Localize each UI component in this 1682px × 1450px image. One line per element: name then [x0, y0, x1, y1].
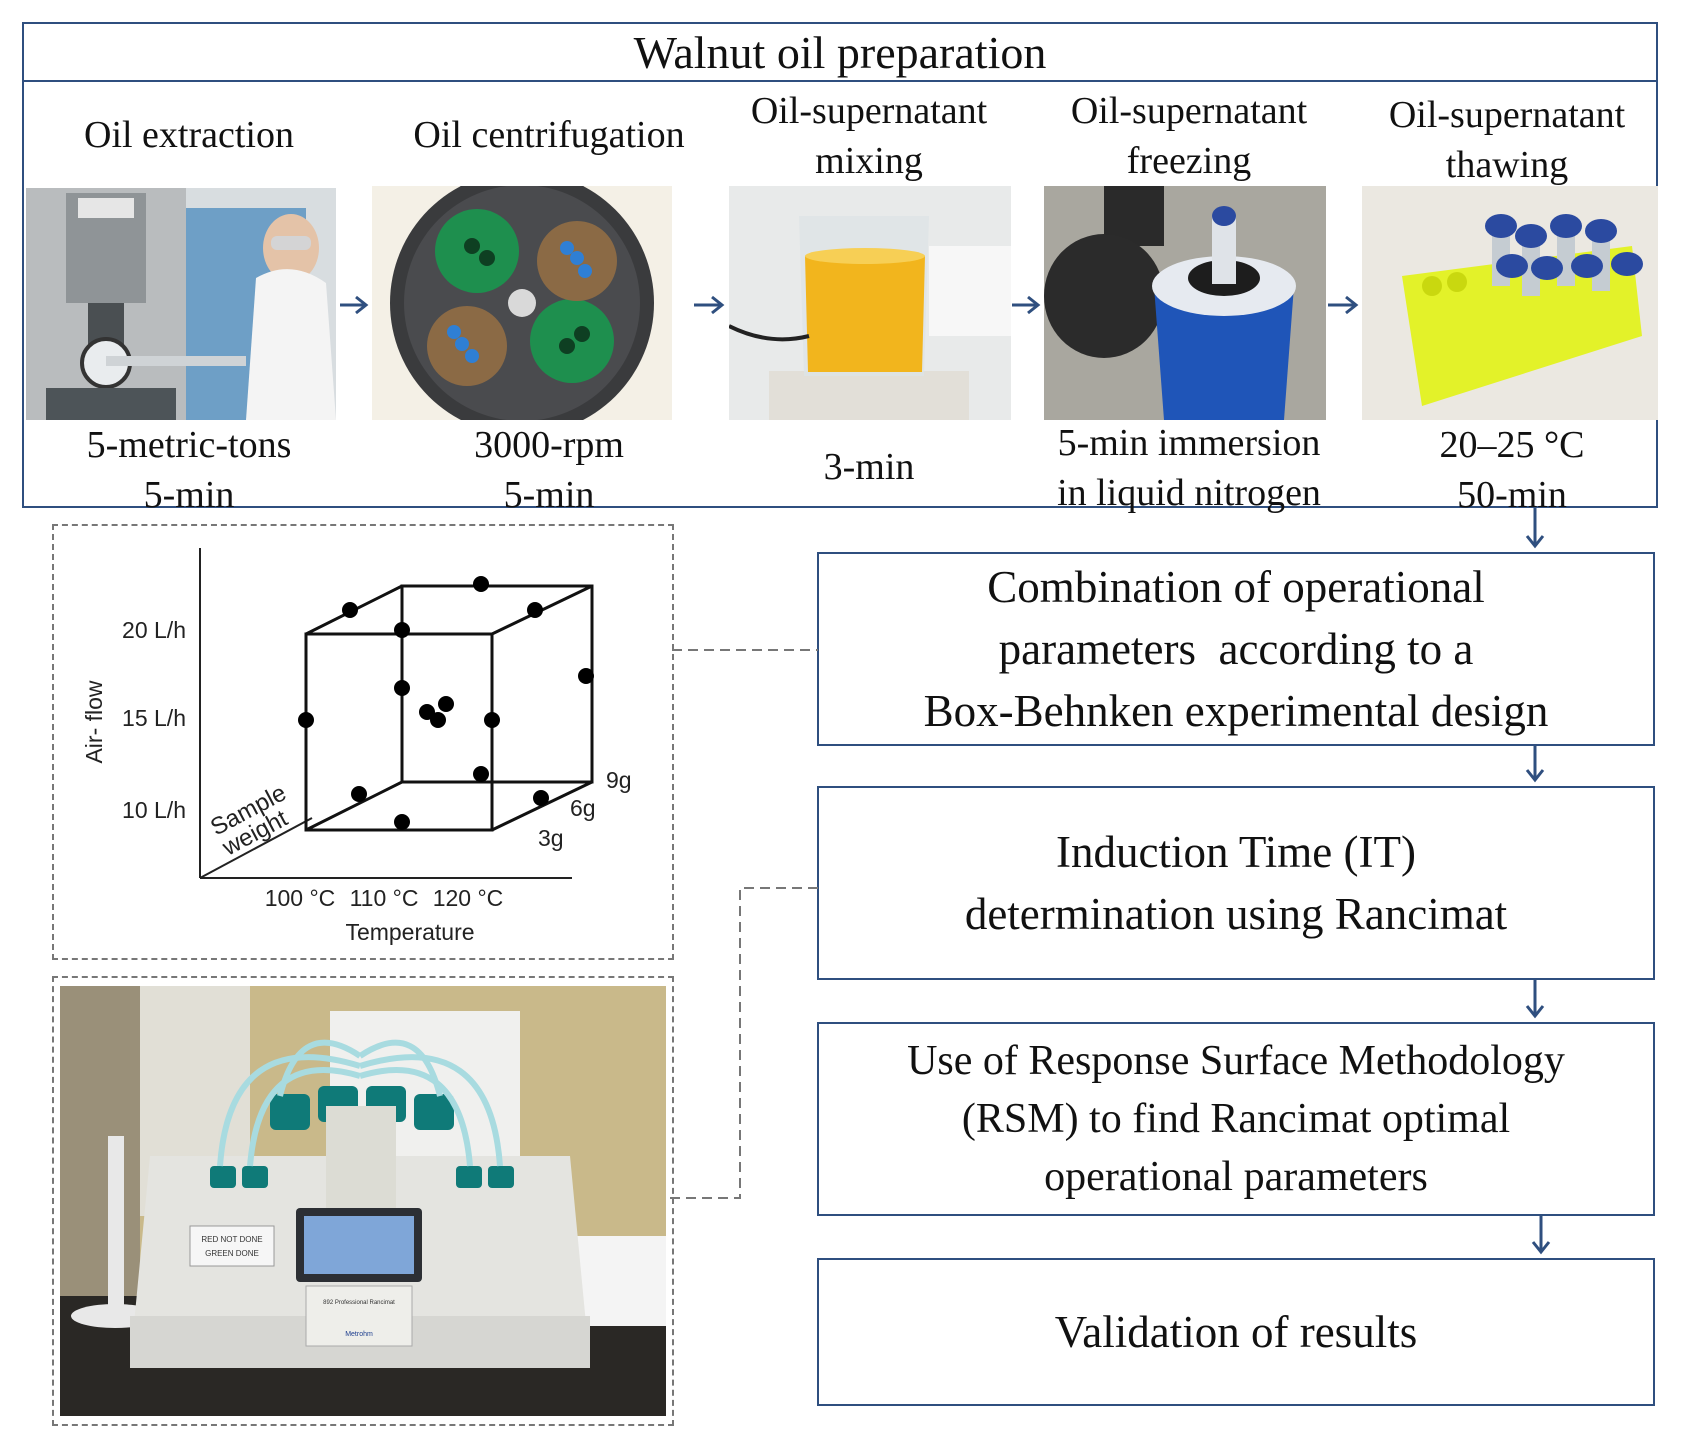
- y-axis-label: Air- flow: [81, 680, 107, 763]
- step-title-oil-centrifugation: Oil centrifugation: [374, 110, 724, 160]
- preparation-panel: Walnut oil preparation Oil extraction Oi…: [22, 22, 1660, 516]
- induction-time-box: Induction Time (IT) determination using …: [817, 786, 1655, 980]
- arrow-down-icon: [1531, 1216, 1551, 1255]
- step-title-oil-extraction: Oil extraction: [24, 110, 354, 160]
- validation-box: Validation of results: [817, 1258, 1655, 1406]
- arrow-down-icon: [1525, 508, 1545, 549]
- step-4-caption: 5-min immersion in liquid nitrogen: [1034, 418, 1344, 518]
- flow-3-line-1: Use of Response Surface Methodology: [907, 1038, 1565, 1084]
- step-4-title-line-2: freezing: [1126, 140, 1252, 182]
- instrument-brand-logo: Metrohm: [345, 1331, 373, 1338]
- arrow-right-icon: [1012, 295, 1041, 315]
- y-tick-20: 20 L/h: [122, 617, 186, 643]
- centrifuge-photo: [372, 186, 672, 420]
- x-tick-100: 100 °C: [265, 885, 336, 911]
- flow-1-line-3: Box-Behnken experimental design: [923, 686, 1549, 736]
- y-tick-15: 15 L/h: [122, 705, 186, 731]
- arrow-right-icon: [1328, 295, 1359, 315]
- step-5-caption-line-1: 20–25 °C: [1439, 424, 1585, 466]
- step-4-caption-line-1: 5-min immersion: [1057, 422, 1321, 464]
- step-3-title-line-1: Oil-supernatant: [750, 90, 988, 132]
- step-1-caption: 5-metric-tons 5-min: [24, 420, 354, 520]
- step-3-caption: 3-min: [724, 442, 1014, 492]
- step-5-title-line-2: thawing: [1445, 144, 1569, 186]
- box-behnken-design-box: Combination of operational parameters ac…: [817, 552, 1655, 746]
- x-tick-120: 120 °C: [433, 885, 504, 911]
- thawing-rack-photo: [1362, 186, 1658, 420]
- y-tick-10: 10 L/h: [122, 797, 186, 823]
- rancimat-photo-panel: RED NOT DONE GREEN DONE 892 Professional…: [52, 976, 674, 1426]
- step-2-title-line: Oil centrifugation: [413, 114, 685, 156]
- preparation-title: Walnut oil preparation: [24, 24, 1656, 82]
- arrow-right-icon: [340, 295, 369, 315]
- step-3-title-line-2: mixing: [815, 140, 923, 182]
- dashed-connector: [672, 649, 818, 651]
- arrow-down-icon: [1525, 980, 1545, 1019]
- box-behnken-cube-panel: 20 L/h 15 L/h 10 L/h Air- flow 100 °C 11…: [52, 524, 674, 960]
- step-5-title-line-1: Oil-supernatant: [1388, 94, 1626, 136]
- step-2-caption-line-1: 3000-rpm: [474, 424, 624, 466]
- z-tick-9g: 9g: [606, 767, 632, 793]
- step-1-caption-line-1: 5-metric-tons: [86, 424, 292, 466]
- instrument-model-label: 892 Professional Rancimat: [323, 1300, 395, 1306]
- oil-press-photo: [26, 188, 336, 420]
- step-4-title-line-1: Oil-supernatant: [1070, 90, 1308, 132]
- step-3-caption-line-1: 3-min: [823, 446, 915, 488]
- z-tick-3g: 3g: [538, 825, 564, 851]
- arrow-down-icon: [1525, 746, 1545, 783]
- x-tick-110: 110 °C: [350, 885, 419, 911]
- step-1-title-line: Oil extraction: [84, 114, 294, 156]
- sticker-line-1: RED NOT DONE: [201, 1235, 262, 1244]
- x-axis-label: Temperature: [345, 919, 474, 945]
- step-5-caption-line-2: 50-min: [1457, 474, 1567, 516]
- step-2-caption: 3000-rpm 5-min: [374, 420, 724, 520]
- rsm-box: Use of Response Surface Methodology (RSM…: [817, 1022, 1655, 1216]
- liquid-nitrogen-dewar-photo: [1044, 186, 1326, 420]
- step-title-mixing: Oil-supernatant mixing: [724, 86, 1014, 186]
- step-1-caption-line-2: 5-min: [143, 474, 235, 516]
- flow-1-line-2: parameters according to a: [998, 624, 1474, 674]
- step-title-thawing: Oil-supernatant thawing: [1354, 90, 1660, 190]
- flow-1-line-1: Combination of operational: [987, 562, 1485, 612]
- mixing-beaker-photo: [729, 186, 1011, 420]
- step-5-caption: 20–25 °C 50-min: [1364, 420, 1660, 520]
- flow-3-line-2: (RSM) to find Rancimat optimal: [961, 1096, 1511, 1142]
- flow-2-line-2: determination using Rancimat: [964, 889, 1508, 939]
- flow-4-line-1: Validation of results: [1054, 1307, 1418, 1357]
- box-behnken-cube-diagram: 20 L/h 15 L/h 10 L/h Air- flow 100 °C 11…: [81, 548, 632, 945]
- step-2-caption-line-2: 5-min: [503, 474, 595, 516]
- sticker-line-2: GREEN DONE: [205, 1249, 259, 1258]
- step-4-caption-line-2: in liquid nitrogen: [1057, 472, 1321, 514]
- flow-2-line-1: Induction Time (IT): [1056, 827, 1416, 877]
- dashed-connector: [670, 887, 818, 1199]
- arrow-right-icon: [694, 295, 725, 315]
- flow-3-line-3: operational parameters: [1044, 1154, 1428, 1200]
- step-title-freezing: Oil-supernatant freezing: [1039, 86, 1339, 186]
- rancimat-instrument-photo: RED NOT DONE GREEN DONE 892 Professional…: [60, 986, 666, 1416]
- z-tick-6g: 6g: [570, 795, 596, 821]
